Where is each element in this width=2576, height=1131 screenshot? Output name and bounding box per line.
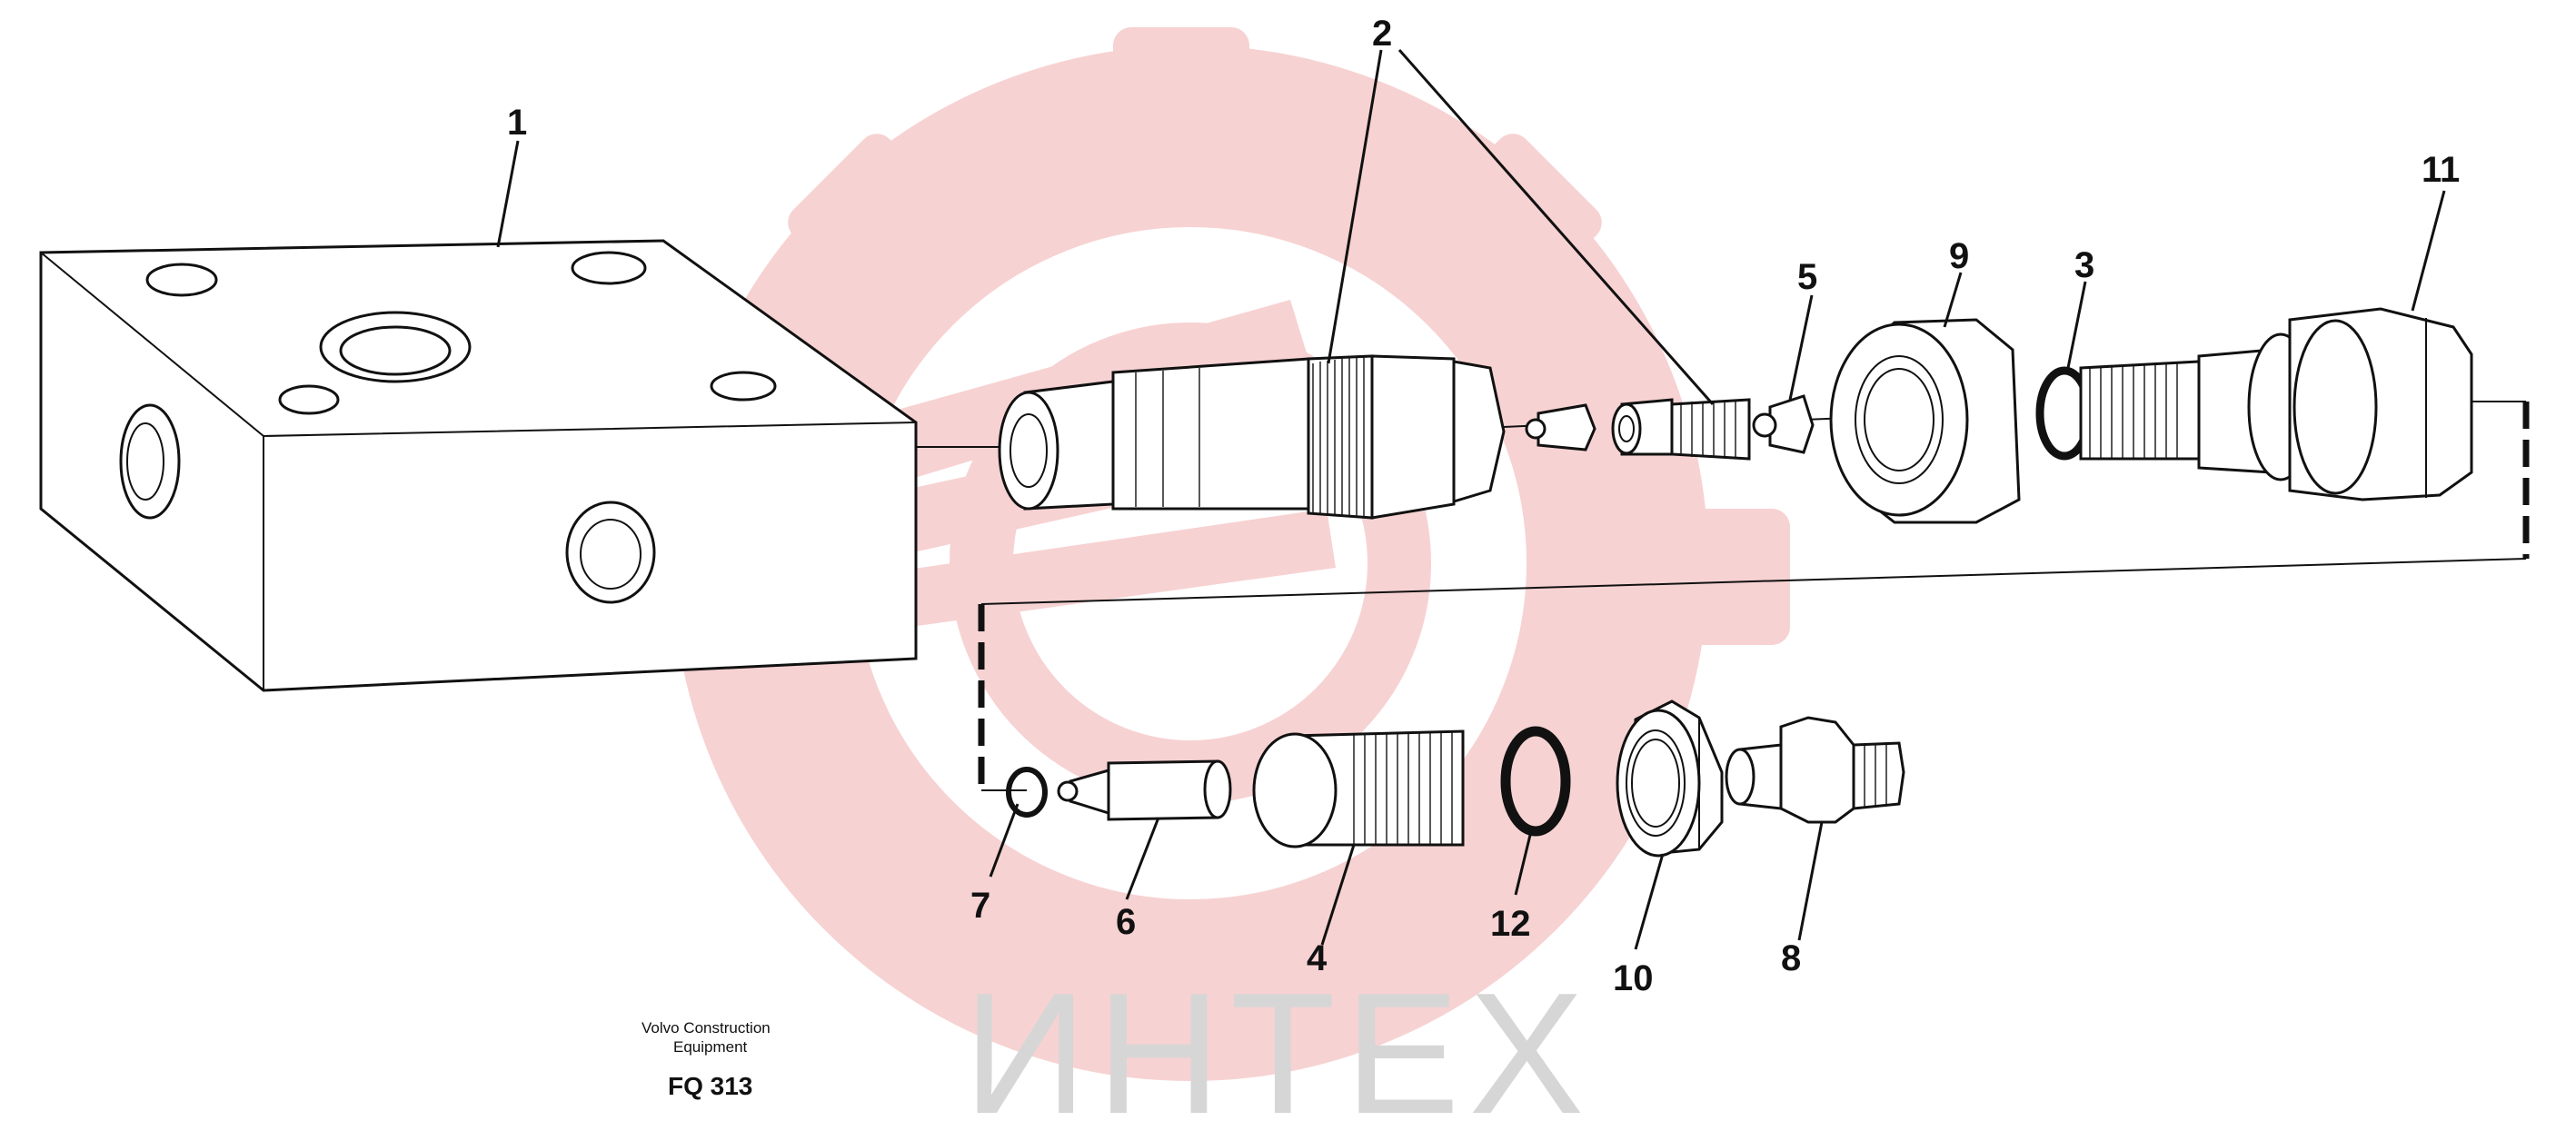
part-2-threads <box>1135 357 1365 518</box>
leader-lines <box>496 49 2446 950</box>
callout-9: 9 <box>1949 236 1969 276</box>
callout-2: 2 <box>1372 14 1392 54</box>
callout-11: 11 <box>2422 150 2460 190</box>
part-2-cartridge <box>998 354 1506 520</box>
callout-labels: 1 2 3 4 5 6 7 8 9 10 11 12 <box>507 14 2460 998</box>
callout-8: 8 <box>1781 938 1801 978</box>
part-12-o-ring <box>1500 726 1571 837</box>
callout-7: 7 <box>970 886 990 926</box>
caption-line-1: Volvo Construction <box>642 1019 771 1037</box>
callout-3: 3 <box>2074 245 2094 285</box>
callout-12: 12 <box>1490 904 1531 944</box>
part-4-sleeve <box>1252 729 1465 848</box>
callout-6: 6 <box>1116 902 1136 942</box>
part-4-threads <box>1353 731 1453 845</box>
part-6-piston <box>1057 759 1232 821</box>
part-8-fitting <box>1725 716 1905 824</box>
part-1-valve-block <box>39 239 918 692</box>
part-2-poppet-spring <box>1525 398 1751 461</box>
part-9-nut <box>1829 318 2021 524</box>
callout-4: 4 <box>1307 938 1328 978</box>
watermark-text: ИНТЕХ <box>963 957 1593 1131</box>
callout-5: 5 <box>1797 257 1817 297</box>
part-11-threads <box>2089 362 2178 459</box>
callout-10: 10 <box>1613 958 1654 998</box>
callout-1: 1 <box>507 103 527 143</box>
part-10-nut <box>1616 699 1724 858</box>
caption-line-2: Equipment <box>673 1038 748 1056</box>
part-7-seal-ring <box>1006 767 1048 818</box>
caption-code: FQ 313 <box>668 1072 752 1100</box>
part-11-adapter <box>2079 307 2473 501</box>
part-5-poppet <box>1752 394 1815 454</box>
diagram-caption: Volvo Construction Equipment FQ 313 <box>642 1019 771 1100</box>
connection-line <box>978 401 2530 791</box>
